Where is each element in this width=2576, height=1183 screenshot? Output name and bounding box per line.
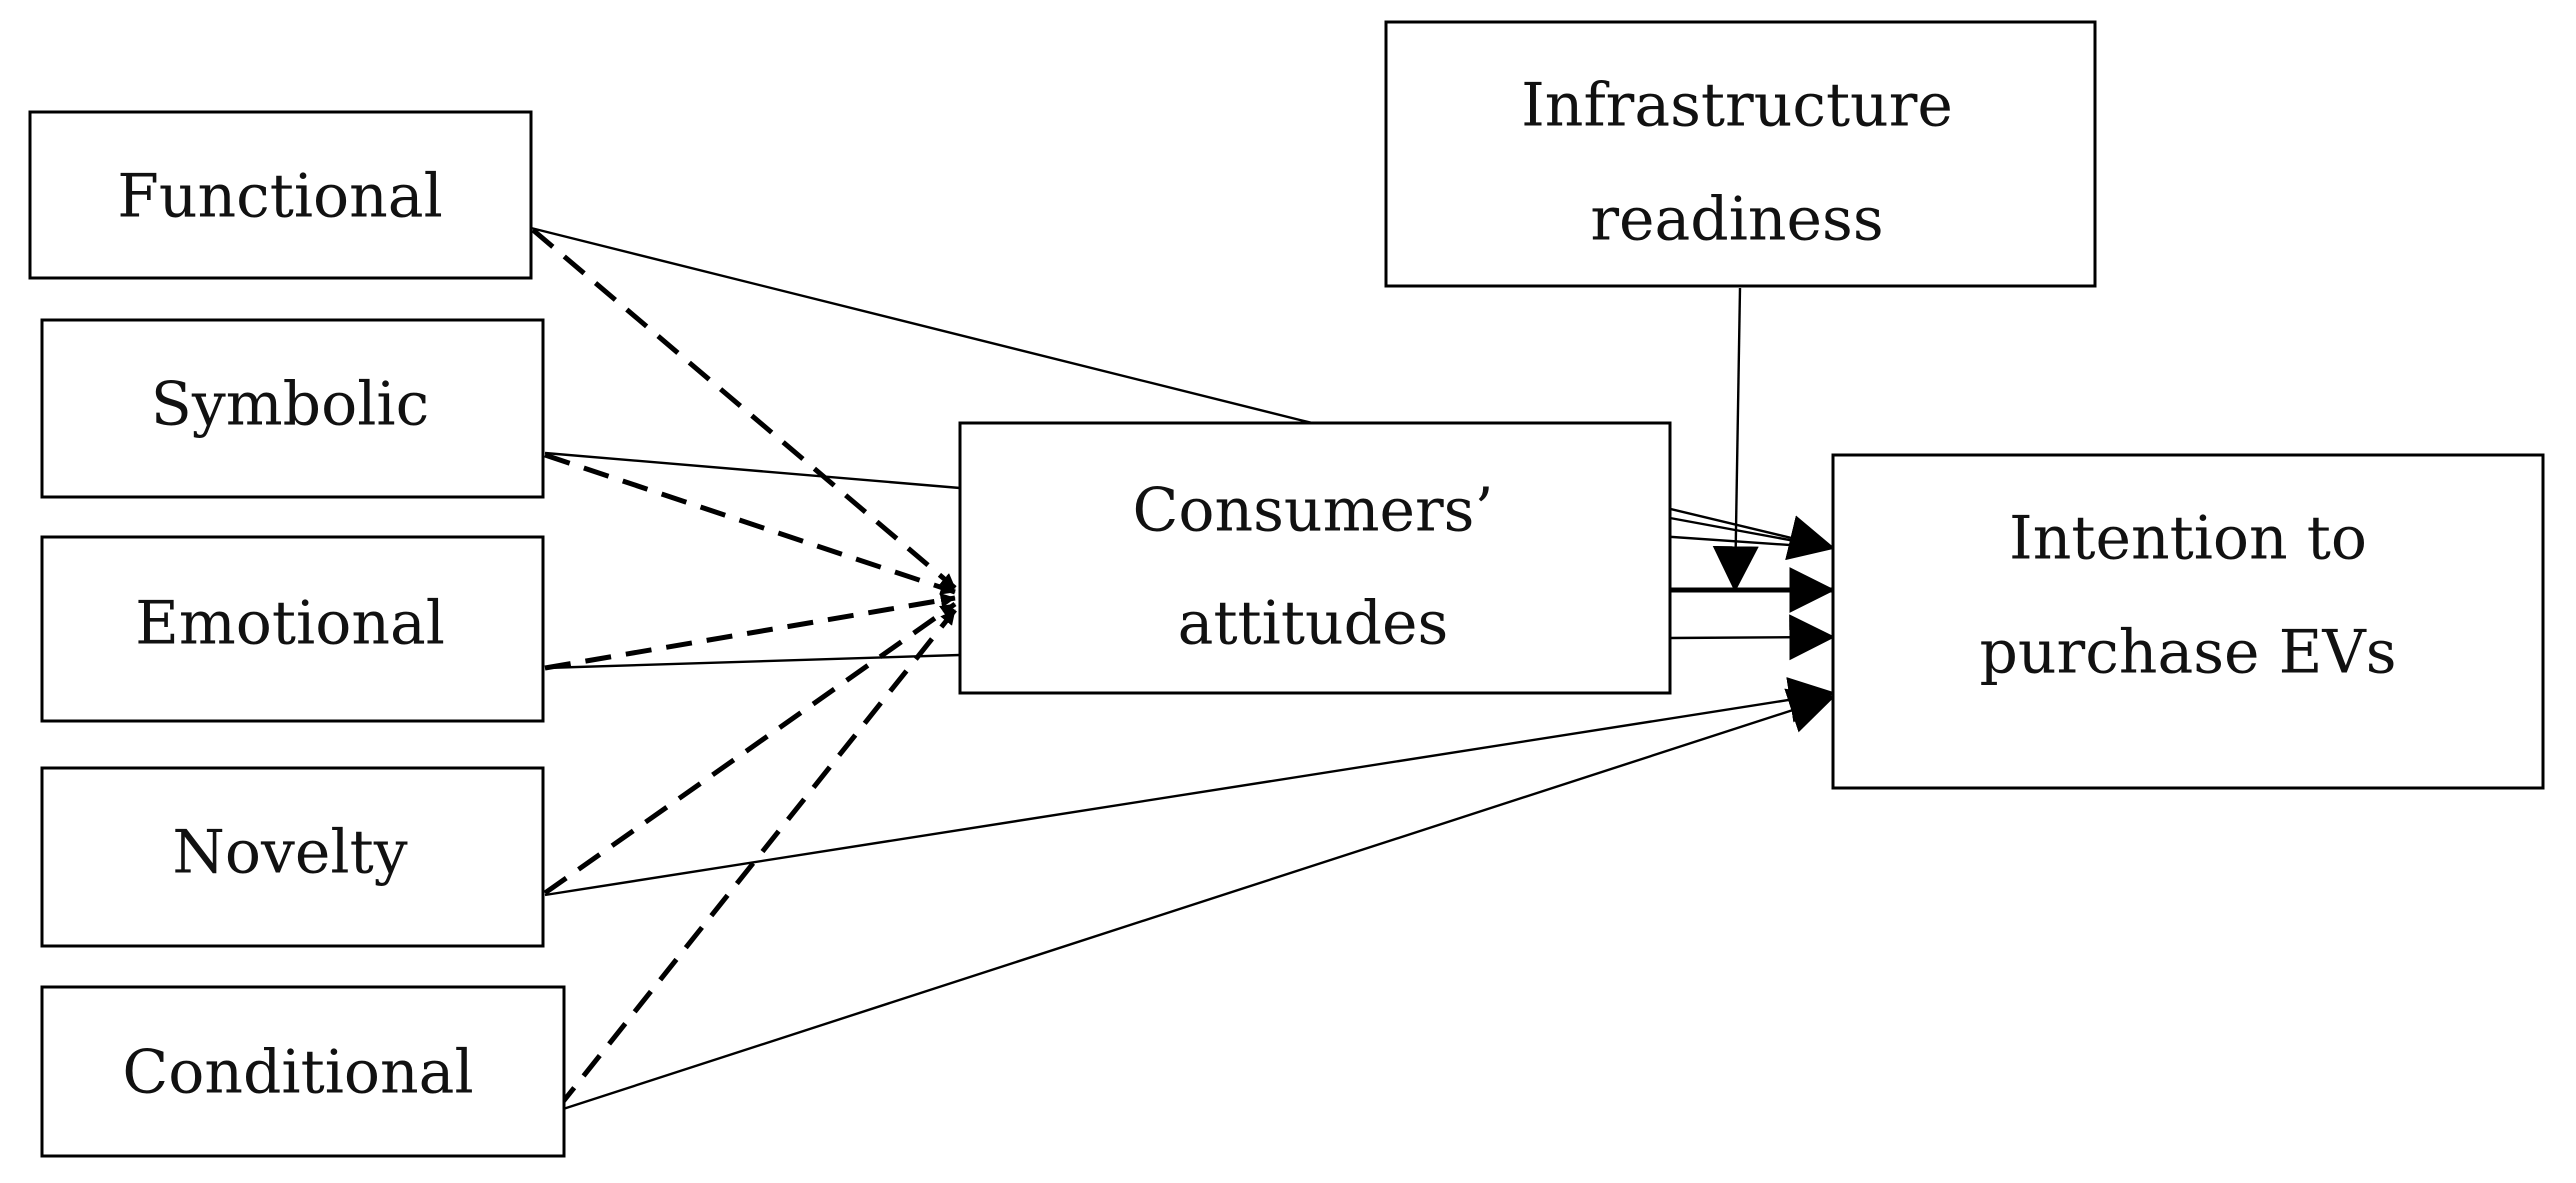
attitude-edges: [1669, 287, 1836, 661]
node-symbolic-label: Symbolic: [151, 370, 429, 440]
edge-novelty-to-attitudes: [543, 601, 957, 896]
edge-attitudes-to-intention-lower: [1669, 614, 1836, 661]
edge-attitudes-to-intention-upper: [1669, 516, 1834, 550]
node-intention-to-purchase-line1: Intention to: [2009, 504, 2367, 574]
node-novelty: Novelty: [40, 766, 545, 948]
node-consumers-attitudes-line2: attitudes: [1178, 589, 1449, 659]
node-emotional: Emotional: [40, 535, 545, 723]
node-intention-to-purchase-line2: purchase EVs: [1979, 618, 2396, 688]
edge-conditional-to-intention: [559, 688, 1836, 1112]
node-conditional-label: Conditional: [122, 1038, 473, 1108]
edge-novelty-to-intention: [544, 677, 1836, 897]
node-consumers-attitudes: Consumers’ attitudes: [958, 421, 1672, 695]
node-infrastructure-readiness: Infrastructure readiness: [1384, 20, 2097, 288]
indirect-effect-edges: [531, 228, 957, 1110]
node-intention-to-purchase: Intention to purchase EVs: [1831, 453, 2545, 790]
edge-infrastructure-to-intention: [1712, 287, 1759, 593]
edge-symbolic-to-attitudes: [544, 452, 956, 595]
node-novelty-label: Novelty: [172, 818, 407, 888]
edge-emotional-to-intention: [544, 653, 961, 670]
edge-emotional-to-attitudes: [544, 593, 956, 671]
node-symbolic: Symbolic: [40, 318, 545, 499]
node-consumers-attitudes-line1: Consumers’: [1132, 476, 1493, 546]
node-functional-label: Functional: [117, 162, 443, 232]
edge-conditional-to-attitudes: [556, 608, 957, 1110]
node-conditional: Conditional: [40, 985, 566, 1158]
node-emotional-label: Emotional: [135, 589, 445, 659]
node-infrastructure-readiness-line2: readiness: [1590, 185, 1883, 255]
node-infrastructure-readiness-line1: Infrastructure: [1521, 71, 1953, 141]
node-functional: Functional: [28, 110, 533, 280]
edge-functional-to-attitudes: [531, 228, 957, 590]
